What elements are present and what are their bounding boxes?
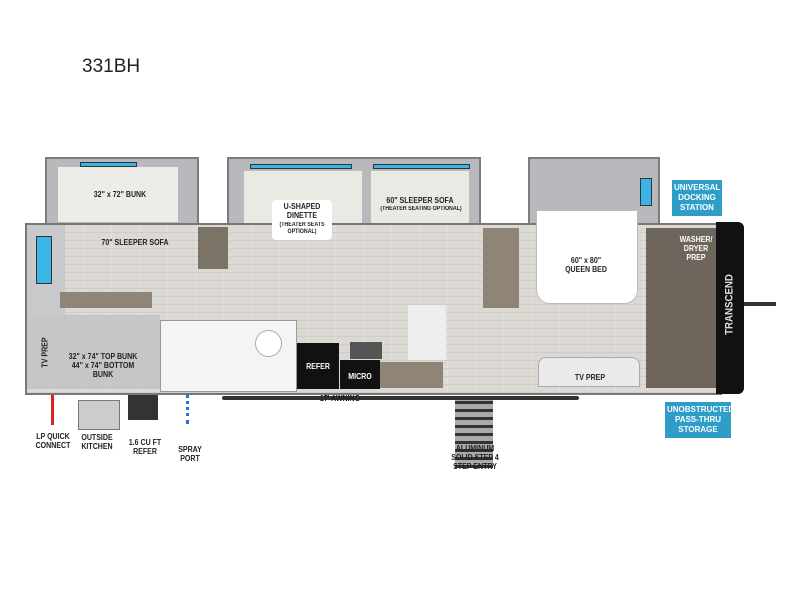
micro-label: MICRO <box>348 372 372 381</box>
entry-step <box>455 400 493 468</box>
awning-label: 17' AWNING <box>319 394 361 403</box>
kitchen-island <box>408 305 446 360</box>
sleeper-sofa-70-label: 70" SLEEPER SOFA <box>101 238 169 247</box>
refer-label: REFER <box>306 362 330 371</box>
outside-kitchen-icon <box>78 400 120 430</box>
pantry-cabinet <box>483 228 519 308</box>
spray-port-icon <box>186 394 197 424</box>
dinette-note: (THEATER SEATS OPTIONAL) <box>279 222 325 235</box>
front-closet <box>646 228 716 388</box>
tv-prep-front-label: TV PREP <box>574 373 606 382</box>
window <box>80 162 137 167</box>
step-label: ALUMINUM SOLID STEP 4 STEP ENTRY <box>451 444 499 471</box>
docking-station-callout: UNIVERSAL DOCKING STATION <box>672 180 722 216</box>
washer-dryer-label: WASHER/ DRYER PREP <box>679 235 713 262</box>
window <box>250 164 352 169</box>
bathroom <box>160 320 297 392</box>
window <box>373 164 470 169</box>
lp-label: LP QUICK CONNECT <box>35 432 71 450</box>
front-cap <box>716 222 744 394</box>
hitch <box>744 302 776 306</box>
awning <box>222 396 579 400</box>
brand-logo: TRANSCEND <box>723 274 736 335</box>
queen-bed-label: 60" x 80" QUEEN BED <box>565 256 607 274</box>
dinette-label: U-SHAPED DINETTE <box>283 202 321 220</box>
bedroom-window <box>640 178 652 206</box>
tv-prep-rear-label: TV PREP <box>40 337 50 368</box>
model-title: 331BH <box>82 56 141 77</box>
lp-connect-icon <box>51 395 54 425</box>
tv-prep-cabinet <box>538 357 640 387</box>
rear-window <box>36 236 52 284</box>
microwave <box>340 360 380 389</box>
refrigerator <box>297 343 339 389</box>
bunk-area <box>27 315 160 389</box>
bunks-label: 32" x 74" TOP BUNK 44" x 74" BOTTOM BUNK <box>68 352 138 379</box>
bunk-slide-label: 32" x 72" BUNK <box>93 190 147 199</box>
spray-port-label: SPRAY PORT <box>178 445 202 463</box>
storage-bins <box>60 292 152 308</box>
sleeper-sofa-60-note: (THEATER SEATING OPTIONAL) <box>380 206 462 212</box>
stove <box>350 342 382 359</box>
queen-bed <box>536 210 638 304</box>
sofa-seat <box>370 170 470 224</box>
bunk-mattress <box>58 167 178 222</box>
kitchen-counter <box>380 362 443 388</box>
mini-refer-label: 1.6 CU FT REFER <box>128 438 162 456</box>
toilet <box>255 330 282 357</box>
pass-thru-storage-callout: UNOBSTRUCTED PASS-THRU STORAGE <box>665 402 734 438</box>
mini-refer-icon <box>128 395 158 420</box>
sleeper-sofa-60-label: 60" SLEEPER SOFA <box>386 196 454 205</box>
outside-kitchen-label: OUTSIDE KITCHEN <box>81 433 113 451</box>
dinette-label-box <box>272 200 332 240</box>
entertainment-center <box>198 227 228 269</box>
